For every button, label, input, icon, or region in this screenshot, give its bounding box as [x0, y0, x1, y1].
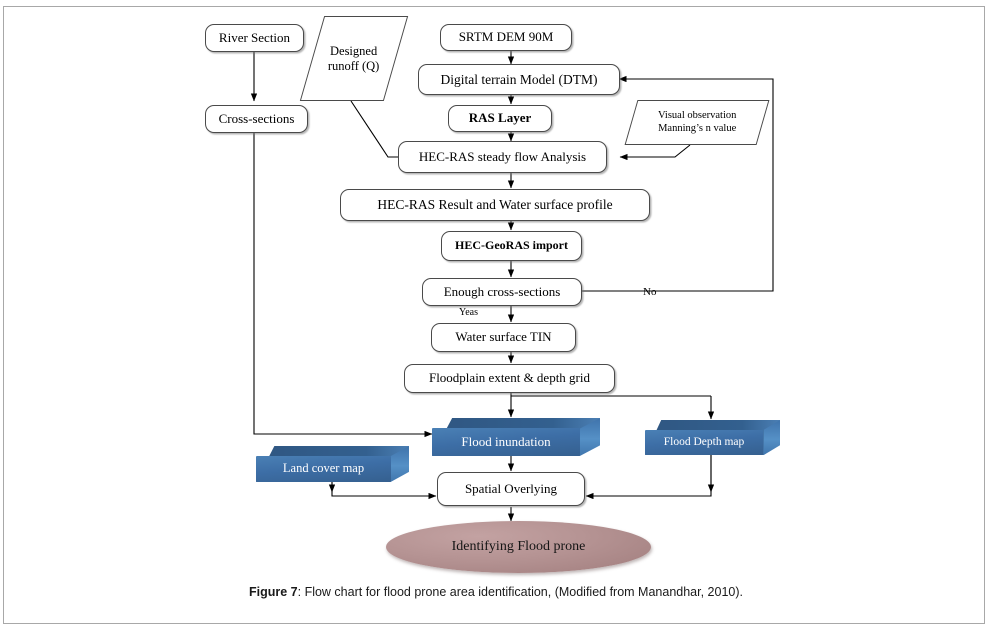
flood-depth-map-front-face: Flood Depth map	[645, 430, 763, 455]
node-ras-layer-label: RAS Layer	[468, 110, 532, 126]
node-digital-terrain-model-label: Digital terrain Model (DTM)	[440, 71, 598, 87]
node-srtm-dem-label: SRTM DEM 90M	[458, 29, 554, 45]
node-water-surface-tin-label: Water surface TIN	[455, 329, 552, 345]
node-visual-observation-line2: Manning’s n value	[657, 122, 737, 134]
node-srtm-dem[interactable]: SRTM DEM 90M	[440, 24, 572, 51]
flood-depth-map-side-face	[763, 420, 780, 455]
node-designed-runoff-line1: Designed	[330, 43, 378, 58]
edge-label-no: No	[643, 286, 657, 298]
node-visual-observation[interactable]: Visual observation Manning’s n value	[624, 100, 770, 145]
node-designed-runoff[interactable]: Designed runoff (Q)	[299, 16, 409, 101]
flood-inundation-side-face	[579, 418, 600, 456]
node-identifying-flood-prone[interactable]: Identifying Flood prone	[386, 521, 651, 573]
node-flood-inundation-label: Flood inundation	[461, 433, 551, 449]
node-spatial-overlying[interactable]: Spatial Overlying	[437, 472, 585, 506]
node-flood-depth-map-label: Flood Depth map	[663, 436, 745, 449]
figure-caption-text: : Flow chart for flood prone area identi…	[297, 585, 743, 599]
node-floodplain-extent[interactable]: Floodplain extent & depth grid	[404, 364, 615, 393]
node-designed-runoff-line2: runoff (Q)	[328, 58, 380, 73]
node-enough-cross-sections-label: Enough cross-sections	[443, 283, 561, 299]
node-land-cover-map[interactable]: Land cover map	[256, 446, 409, 482]
node-cross-sections-label: Cross-sections	[218, 110, 295, 126]
land-cover-map-front-face: Land cover map	[256, 456, 391, 482]
node-hecras-steady-flow-analysis[interactable]: HEC-RAS steady flow Analysis	[398, 141, 607, 173]
node-ras-layer[interactable]: RAS Layer	[448, 105, 552, 132]
node-hec-georas-import[interactable]: HEC-GeoRAS import	[441, 231, 582, 261]
node-water-surface-tin[interactable]: Water surface TIN	[431, 323, 576, 352]
node-floodplain-extent-label: Floodplain extent & depth grid	[428, 370, 591, 386]
node-river-section-label: River Section	[218, 29, 291, 45]
node-spatial-overlying-label: Spatial Overlying	[464, 480, 558, 496]
flood-inundation-front-face: Flood inundation	[432, 428, 580, 456]
node-cross-sections[interactable]: Cross-sections	[205, 105, 308, 133]
node-land-cover-map-label: Land cover map	[282, 461, 365, 476]
node-visual-observation-line1: Visual observation	[657, 109, 737, 121]
node-hecras-result[interactable]: HEC-RAS Result and Water surface profile	[340, 189, 650, 221]
node-hec-georas-import-label: HEC-GeoRAS import	[455, 238, 568, 253]
node-enough-cross-sections[interactable]: Enough cross-sections	[422, 278, 582, 306]
figure-caption-label: Figure 7	[249, 585, 298, 599]
node-identifying-flood-prone-label: Identifying Flood prone	[451, 539, 586, 554]
land-cover-map-side-face	[390, 446, 409, 482]
edge-label-yes: Yeas	[459, 307, 478, 318]
node-flood-inundation[interactable]: Flood inundation	[432, 418, 600, 456]
node-flood-depth-map[interactable]: Flood Depth map	[645, 420, 780, 455]
figure-caption: Figure 7: Flow chart for flood prone are…	[0, 585, 992, 599]
node-hecras-steady-flow-analysis-label: HEC-RAS steady flow Analysis	[418, 148, 587, 164]
node-hecras-result-label: HEC-RAS Result and Water surface profile	[377, 197, 613, 213]
node-river-section[interactable]: River Section	[205, 24, 304, 52]
node-digital-terrain-model[interactable]: Digital terrain Model (DTM)	[418, 64, 620, 95]
